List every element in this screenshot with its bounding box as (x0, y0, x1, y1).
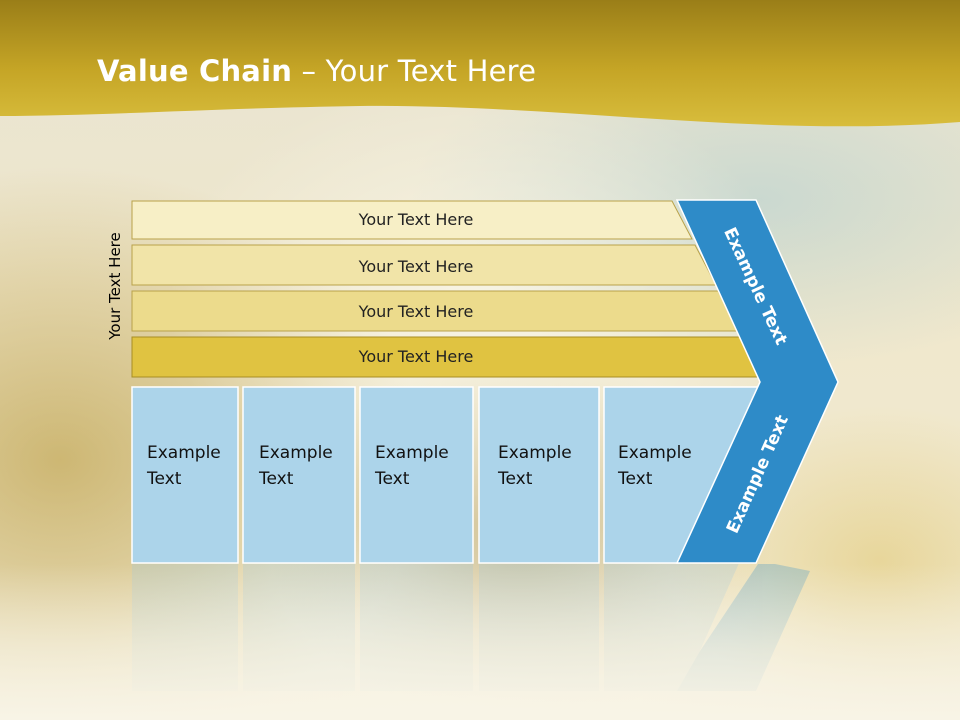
cell-2 (242, 386, 356, 564)
bar-2-label: Your Text Here (358, 257, 474, 276)
title-rest: – Your Text Here (292, 54, 537, 88)
chevron-arrow (675, 199, 839, 564)
cell-5-line1: Example (618, 443, 692, 463)
bar-4-label: Your Text Here (358, 347, 474, 366)
diagram-reflection (0, 564, 960, 720)
bar-3-label: Your Text Here (358, 302, 474, 321)
cell-1-label: Example Text (147, 440, 221, 492)
header-band (0, 0, 960, 127)
title-bold: Value Chain (97, 54, 293, 88)
cell-1 (131, 386, 239, 564)
cell-2-line1: Example (259, 443, 333, 463)
cell-2-label: Example Text (259, 440, 333, 492)
cell-4 (478, 386, 600, 564)
cell-4-label: Example Text (498, 440, 572, 492)
bar-1 (131, 200, 693, 240)
cell-5-line2: Text (618, 469, 653, 489)
cell-3-line2: Text (375, 469, 410, 489)
cell-1-line1: Example (147, 443, 221, 463)
bar-1-label: Your Text Here (358, 210, 474, 229)
cell-5-label: Example Text (618, 440, 692, 492)
cell-3-line1: Example (375, 443, 449, 463)
cell-3 (359, 386, 474, 564)
slide-title: Value Chain – Your Text Here (97, 54, 536, 88)
cell-4-line1: Example (498, 443, 572, 463)
reflection-fade (0, 564, 960, 720)
cell-1-line2: Text (147, 469, 182, 489)
cell-4-line2: Text (498, 469, 533, 489)
cell-3-label: Example Text (375, 440, 449, 492)
cell-2-line2: Text (259, 469, 294, 489)
